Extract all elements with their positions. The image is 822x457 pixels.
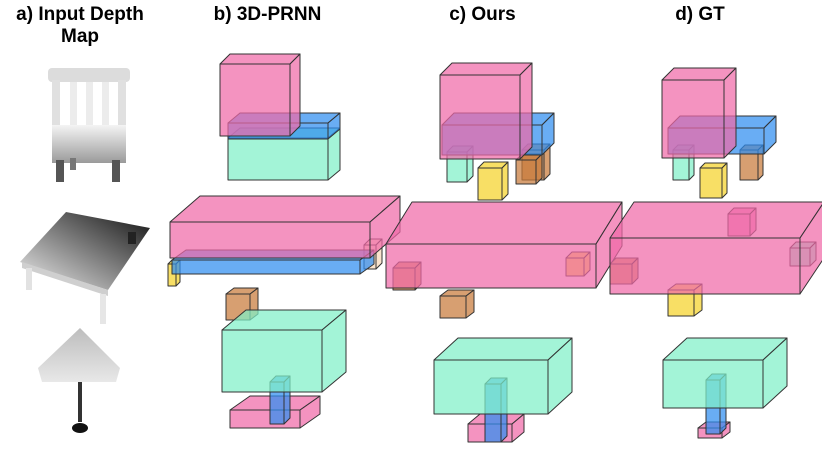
header-3d-prnn: b) 3D-PRNN bbox=[213, 4, 322, 25]
header-input-depth-map: a) Input Depth Map bbox=[16, 4, 144, 47]
ours-table-leg-front bbox=[439, 289, 475, 319]
depth-map-chair bbox=[48, 68, 130, 182]
depth-map-lamp bbox=[38, 328, 120, 433]
gt-table-top bbox=[609, 201, 822, 295]
ours-chair-leg-front-right bbox=[515, 153, 543, 185]
ours-chair-back bbox=[439, 62, 533, 160]
ours-table-top bbox=[385, 201, 623, 289]
ours-lamp-shade bbox=[433, 337, 573, 415]
header-ours: c) Ours bbox=[449, 4, 516, 25]
prnn-lamp-shade bbox=[221, 309, 347, 393]
prnn-chair-back bbox=[219, 53, 301, 137]
header-gt: d) GT bbox=[675, 4, 725, 25]
gt-lamp-shade bbox=[662, 337, 788, 409]
prnn-table-top bbox=[169, 195, 401, 259]
gt-chair-back bbox=[661, 67, 737, 159]
primitive-boxes bbox=[167, 53, 822, 443]
depth-map-table bbox=[20, 212, 150, 324]
ours-chair-leg-front bbox=[477, 161, 509, 201]
gt-chair-leg-front bbox=[699, 162, 728, 199]
